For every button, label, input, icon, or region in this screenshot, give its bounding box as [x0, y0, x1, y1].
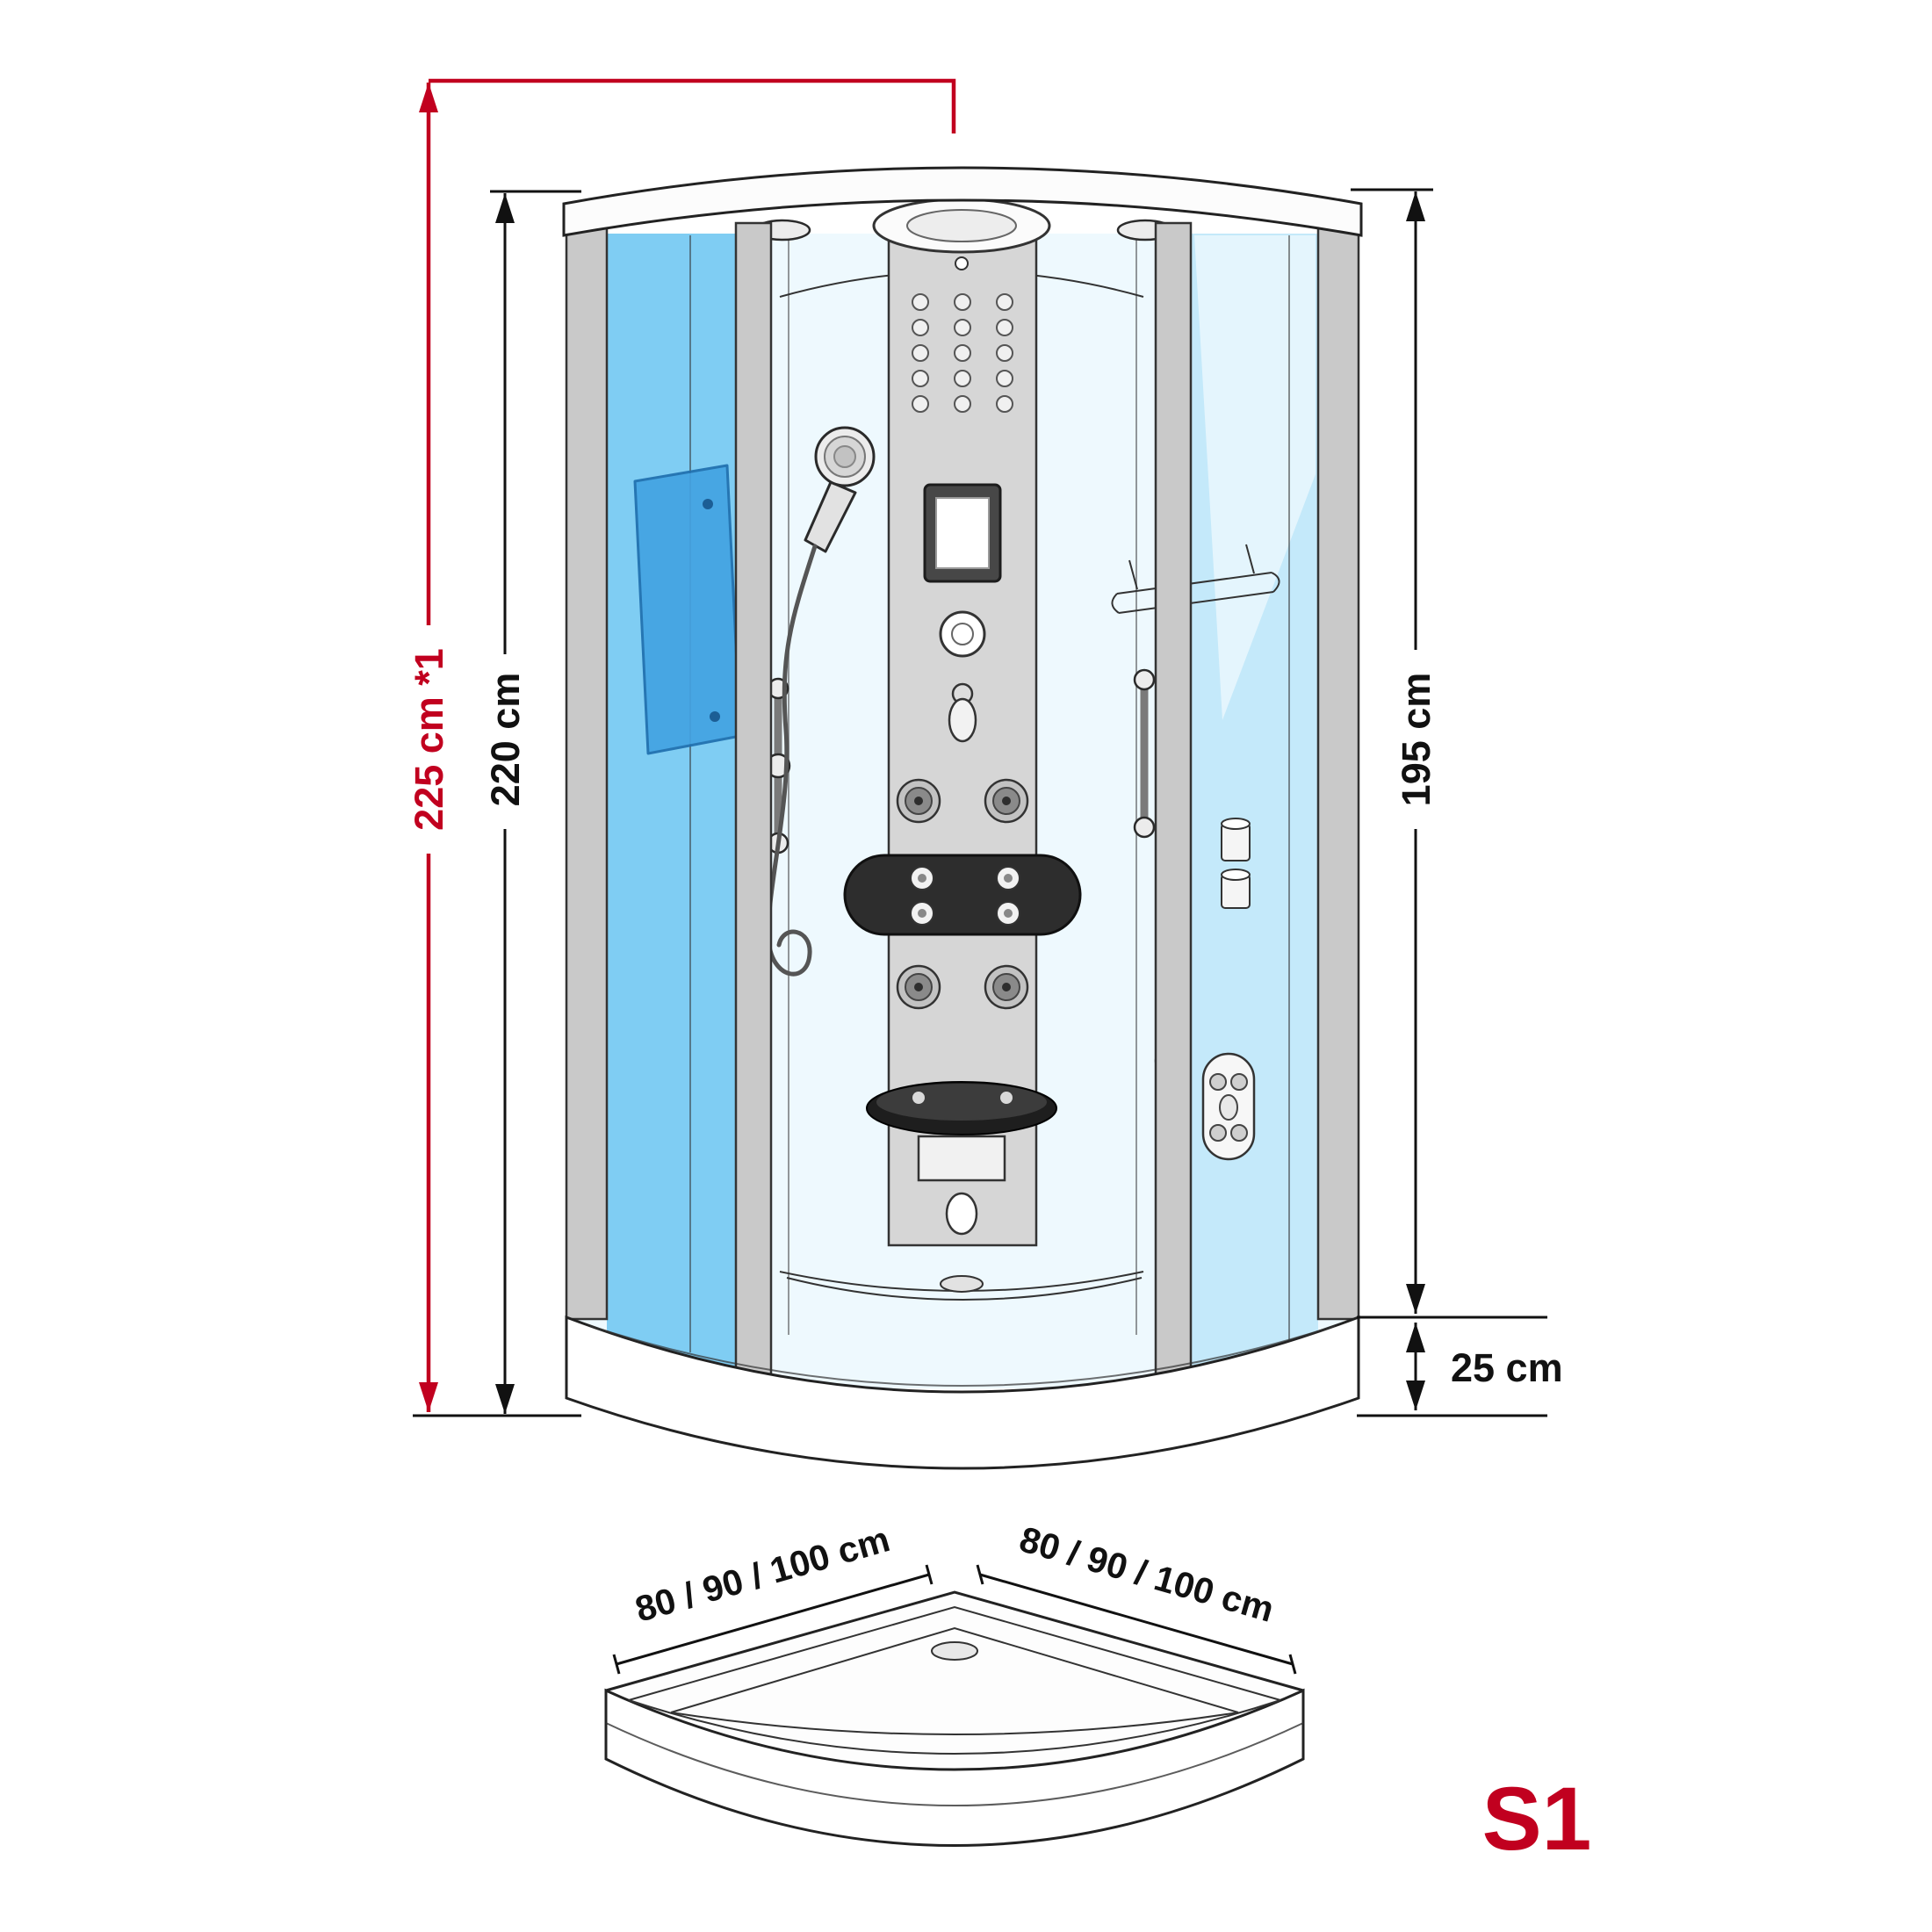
- hand-shower: [766, 426, 876, 977]
- tray-back-edges: [605, 1590, 1304, 1692]
- control-knob: [939, 610, 986, 658]
- tray-top-view: 80 / 90 / 100 cm 80 / 90 / 100 cm: [604, 1518, 1305, 1847]
- dim-tray-height: 25 cm: [1357, 1323, 1563, 1417]
- tray-rim-line: [589, 1325, 1336, 1387]
- basin-front-arc: [786, 1277, 1143, 1301]
- dim-total-height: 225 cm *1: [407, 78, 956, 1412]
- ceiling-nozzle: [955, 256, 969, 270]
- frame-post-right-outer: [1316, 209, 1360, 1321]
- control-display: [923, 483, 1002, 583]
- tray-front: [565, 1315, 1360, 1470]
- floor-fitting: [945, 1192, 978, 1236]
- massage-jet: [896, 964, 941, 1010]
- massage-jet: [896, 778, 941, 824]
- hand-shower-handle: [804, 480, 857, 553]
- tray-width-right-label: 80 / 90 / 100 cm: [1015, 1518, 1279, 1630]
- headrest: [843, 854, 1082, 936]
- seat-bracket: [917, 1135, 1006, 1182]
- left-glass-panel: [607, 234, 736, 1388]
- mixer-lever: [948, 682, 977, 743]
- model-label: S1: [1482, 1769, 1592, 1869]
- total-height-label: 225 cm *1: [407, 648, 451, 831]
- fold-seat: [866, 1081, 1057, 1135]
- dim-cabin-height: 220 cm: [413, 190, 581, 1417]
- control-column: [843, 234, 1082, 1247]
- cabin-height-label: 220 cm: [483, 673, 528, 807]
- roof-band: [562, 166, 1363, 237]
- tray-skirt: [604, 1688, 1305, 1847]
- frame-post-left-inner: [734, 221, 773, 1377]
- tray-height-label: 25 cm: [1451, 1345, 1563, 1390]
- soap-dispenser: [1221, 818, 1251, 909]
- massage-jet: [984, 778, 1029, 824]
- glass-height-label: 195 cm: [1394, 673, 1438, 807]
- drain: [940, 1275, 984, 1293]
- tray-width-left-label: 80 / 90 / 100 cm: [631, 1518, 894, 1630]
- frame-post-left-outer: [565, 209, 609, 1321]
- drain-top-view: [931, 1641, 978, 1661]
- glass-shelf: [633, 464, 742, 755]
- corner-rack: [1111, 544, 1280, 614]
- massage-jet: [984, 964, 1029, 1010]
- body-jet-grid: [912, 293, 1013, 413]
- total-height-extension-line: [429, 78, 956, 133]
- shower-cabin-front-view: [562, 166, 1363, 1470]
- jet-panel: [1201, 1052, 1256, 1161]
- dim-glass-height: 195 cm: [1351, 188, 1547, 1319]
- frame-post-right-inner: [1154, 221, 1193, 1377]
